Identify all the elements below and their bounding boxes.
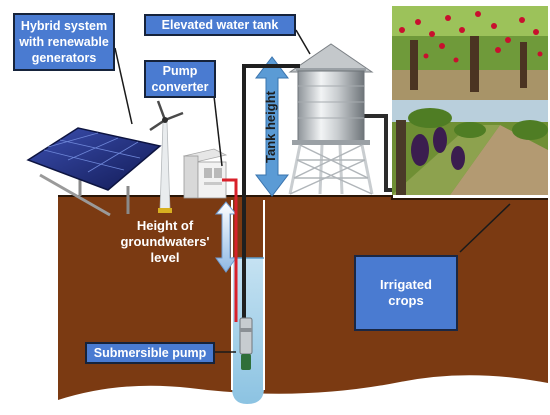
- tank-outlet-pipe: [364, 114, 392, 192]
- hybrid-system-label-text: Hybrid system with renewable generators: [19, 19, 109, 65]
- submersible-pump-label: Submersible pump: [85, 342, 215, 364]
- elevated-water-tank: [288, 43, 374, 195]
- wind-turbine: [149, 100, 184, 213]
- pump-converter-label: Pump converter: [144, 60, 216, 98]
- solar-panel-array: [26, 127, 162, 217]
- groundwater-level-arrow: [214, 201, 238, 273]
- elevated-water-tank-label-text: Elevated water tank: [161, 18, 279, 32]
- leader-lines: [114, 29, 511, 353]
- elevated-water-tank-label: Elevated water tank: [144, 14, 296, 36]
- pump-converter-label-text: Pump converter: [151, 64, 209, 94]
- pump-converter-cabinet: [182, 148, 228, 199]
- cherry-orchard-photo: [392, 6, 548, 100]
- tank-height-arrow: [254, 56, 290, 197]
- power-cable: [222, 178, 238, 322]
- groundwater-level-label-text: Height of groundwaters' level: [120, 218, 210, 265]
- irrigated-crops-label: Irrigated crops: [354, 255, 458, 331]
- tank-height-label-text: Tank height: [263, 91, 278, 163]
- vineyard-photo: [392, 100, 548, 195]
- hybrid-system-label: Hybrid system with renewable generators: [13, 13, 115, 71]
- submersible-pump: [239, 317, 253, 370]
- water-riser-pipe: [242, 64, 300, 322]
- submersible-pump-label-text: Submersible pump: [93, 346, 207, 360]
- tank-height-label: Tank height: [263, 77, 281, 177]
- groundwater-level-label: Height of groundwaters' level: [110, 218, 220, 270]
- irrigated-crops-label-text: Irrigated crops: [379, 277, 432, 308]
